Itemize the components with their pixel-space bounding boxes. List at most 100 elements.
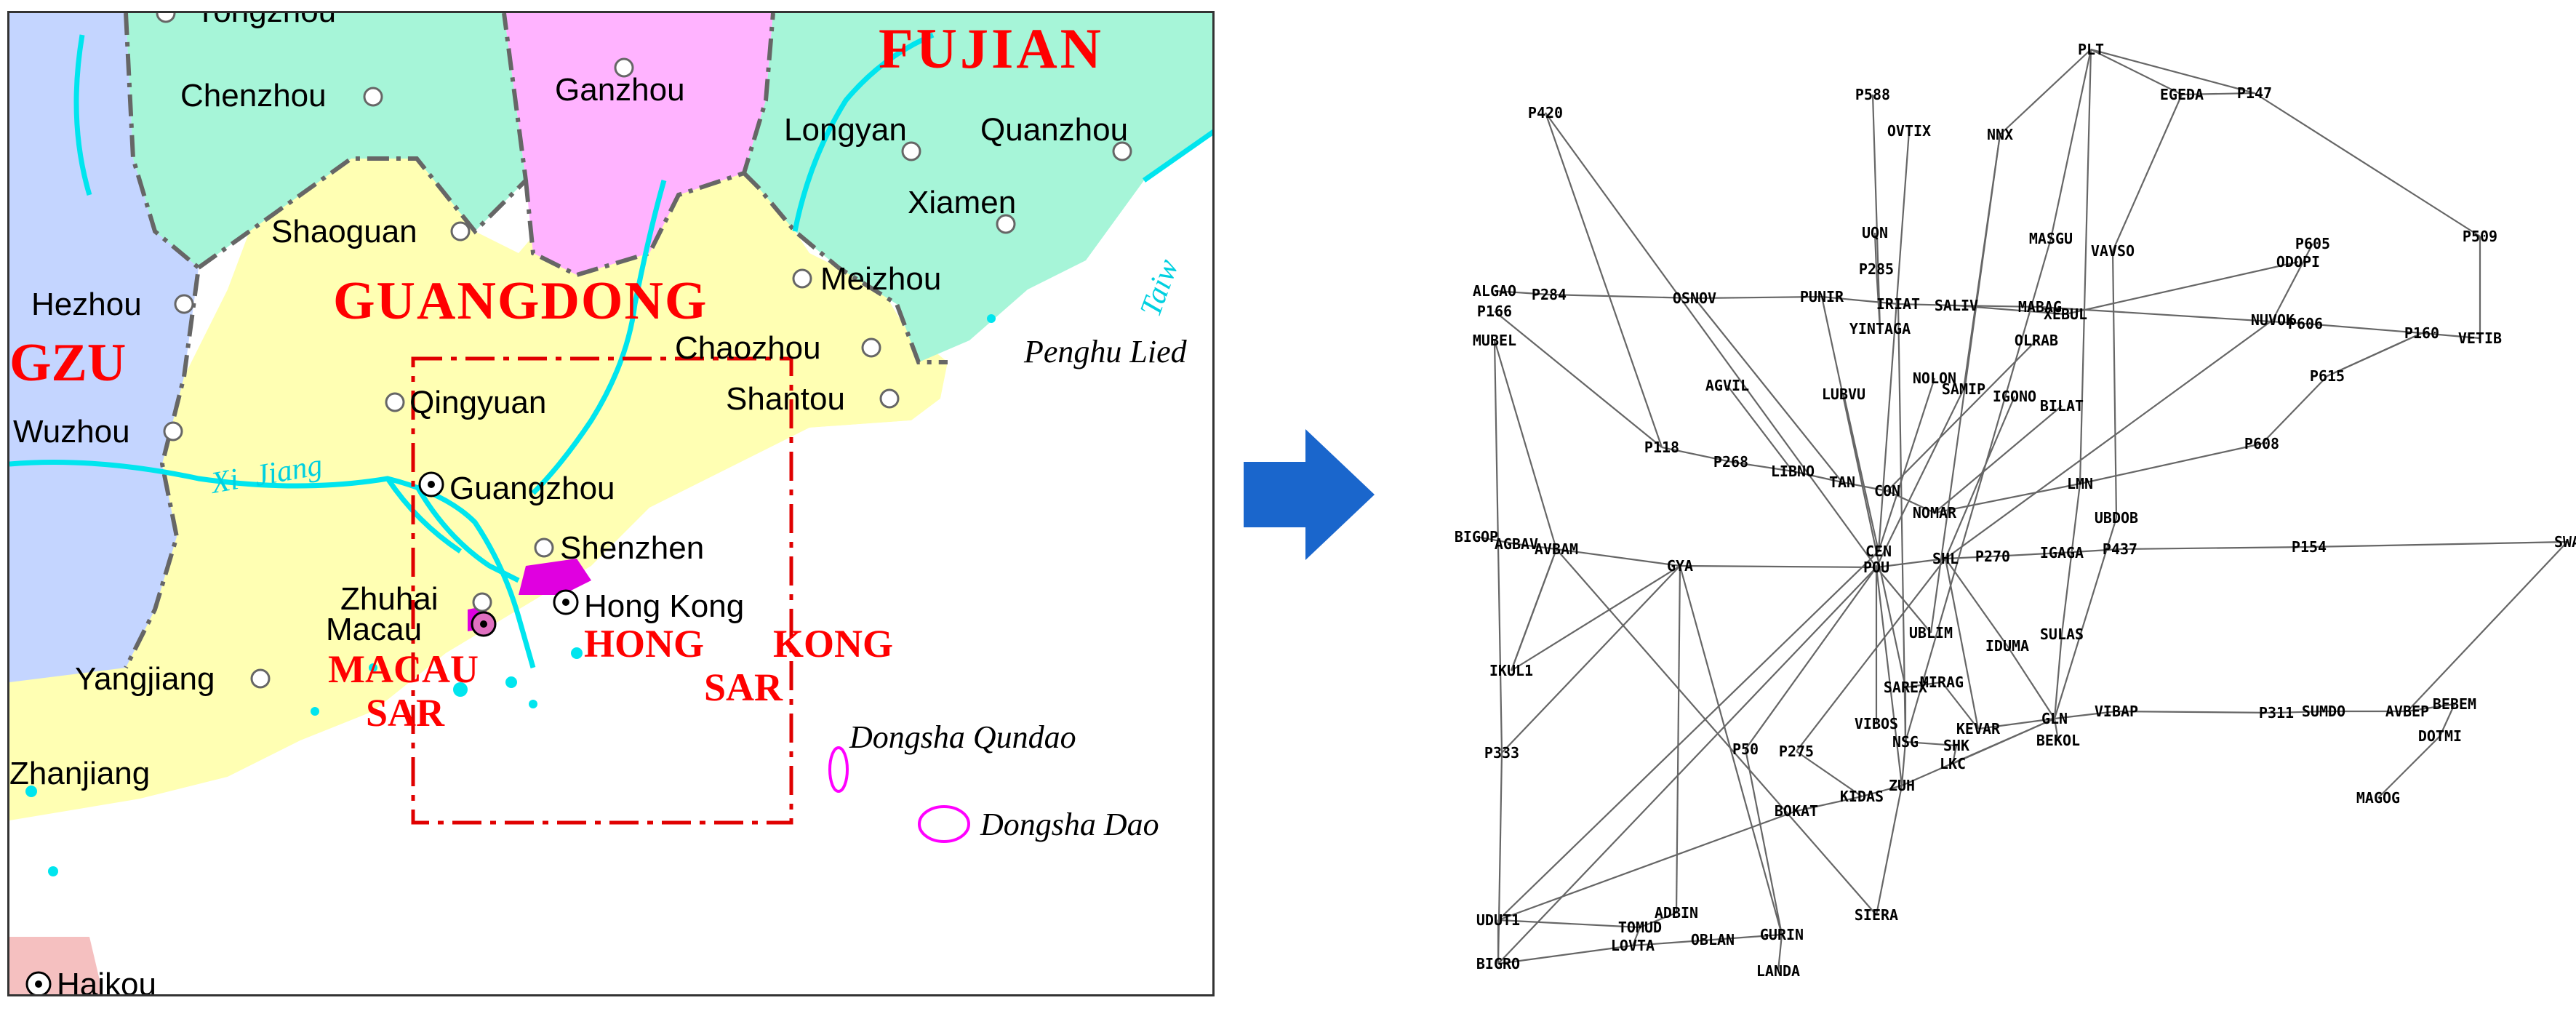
route-edge — [2254, 92, 2481, 237]
route-edge — [2272, 243, 2313, 321]
waypoint-label: P311 — [2259, 704, 2294, 722]
route-edge — [1497, 551, 1879, 921]
waypoint-label: AGBAV — [1495, 535, 1538, 553]
route-edge — [1820, 296, 1907, 688]
route-edge — [1476, 535, 1517, 546]
route-edge — [1694, 295, 1823, 300]
waypoint-label: P50 — [1732, 740, 1759, 758]
route-edge — [1956, 304, 2066, 316]
waypoint-label: P605 — [2295, 235, 2330, 252]
map-canvas: FUJIAN GUANGDONG GZU MACAU SAR HONG KONG… — [9, 13, 1212, 994]
route-edge — [1494, 311, 1663, 448]
route-edge — [1861, 784, 1903, 798]
waypoint-label: TAN — [1829, 473, 1855, 491]
waypoint-label: PLT — [2078, 41, 2104, 58]
route-edge — [1992, 551, 2063, 558]
route-edge — [2090, 49, 2183, 95]
route-edge — [1821, 295, 1899, 305]
waypoint-label: MIRAG — [1920, 674, 1964, 691]
route-edge — [2261, 375, 2328, 444]
waypoint-label: GLN — [2041, 710, 2068, 727]
coastal-islands — [25, 314, 996, 876]
route-edge — [1796, 795, 1863, 812]
route-edge — [1875, 268, 1881, 329]
city-label: Shaoguan — [271, 214, 417, 249]
route-edge — [2308, 540, 2568, 548]
route-edge — [1877, 130, 1911, 552]
route-edge — [1934, 482, 2081, 514]
waypoint-label: IKUL1 — [1489, 662, 1533, 679]
route-edge — [1934, 405, 2063, 514]
route-edge — [1548, 293, 1695, 300]
route-edge — [1897, 303, 1907, 743]
waypoint-label: YINTAGA — [1849, 320, 1911, 337]
waypoint-label: MUBEL — [1473, 332, 1516, 349]
waypoint-label: VETIB — [2458, 329, 2502, 347]
waypoint-label: PUNIR — [1800, 288, 1844, 305]
route-edge — [1511, 565, 1681, 671]
waypoint-label: MAGOG — [2356, 789, 2400, 807]
route-edge — [1905, 681, 1943, 689]
waypoint-label: LANDA — [1756, 962, 1800, 980]
waypoint-label: P420 — [1528, 104, 1563, 121]
capital-markers — [25, 471, 579, 994]
route-edge — [1956, 304, 2041, 308]
route-edge — [1977, 717, 2055, 730]
waypoint-label: EGEDA — [2160, 86, 2204, 103]
waypoint-label: OSNOV — [1673, 289, 1716, 307]
route-edge — [1999, 49, 2092, 135]
waypoint-label: BIGRO — [1476, 955, 1520, 972]
route-edge — [1679, 564, 1877, 569]
waypoint-label: LMN — [2067, 475, 2093, 492]
route-edge — [1887, 340, 2037, 492]
waypoint-label: ALGAO — [1473, 282, 1516, 300]
route-edge — [1712, 933, 1783, 941]
route-edge — [1944, 558, 1980, 730]
waypoint-label: GURIN — [1760, 926, 1804, 943]
sea-label-dongsha-qundao: Dongsha Qundao — [849, 719, 1076, 755]
route-edge — [1945, 319, 2273, 559]
route-edge — [1796, 558, 1946, 752]
province-label-guangxi: GZU — [9, 333, 126, 393]
route-edge — [2079, 442, 2263, 485]
waypoint-label: VIBOS — [1855, 715, 1898, 732]
route-edge — [1876, 567, 1932, 634]
province-label-guangdong: GUANGDONG — [333, 271, 708, 331]
waypoint-label: UBDOB — [2095, 509, 2138, 527]
hunan-province-area — [126, 13, 526, 268]
waypoint-label: P270 — [1975, 548, 2010, 565]
waypoint-label: KIDAS — [1840, 788, 1884, 805]
waypoint-label: IGONO — [1993, 388, 2036, 405]
route-edge — [1675, 565, 1681, 914]
waypoint-label: GYA — [1667, 557, 1693, 575]
city-label: Shenzhen — [560, 530, 704, 566]
route-edge — [1556, 548, 1681, 567]
waypoint-label: IDUMA — [1985, 637, 2029, 655]
route-edge — [1694, 297, 1843, 483]
route-edge — [2090, 48, 2255, 95]
hong-kong-area — [519, 559, 591, 595]
route-edge — [1792, 470, 1843, 484]
waypoint-label: P437 — [2103, 540, 2137, 558]
city-label: Macau — [326, 612, 422, 647]
route-edge — [2053, 718, 2060, 741]
city-label: Quanzhou — [980, 112, 1128, 148]
sar-label-macau-sar: SAR — [366, 691, 445, 735]
waypoint-label: IRIAT — [1876, 295, 1920, 313]
route-edge — [2111, 94, 2183, 252]
route-edge — [1497, 810, 1797, 922]
route-edge — [1497, 567, 1877, 964]
province-borders — [124, 13, 948, 669]
fujian-province-area — [744, 13, 1212, 362]
route-edge — [1545, 112, 1877, 568]
city-label: Shantou — [726, 381, 845, 417]
route-edge — [1842, 393, 1880, 552]
waypoint-label: ODOPI — [2276, 253, 2320, 271]
route-edge — [1877, 377, 1936, 552]
route-edge — [1516, 543, 1557, 551]
route-edge — [1501, 565, 1681, 754]
waypoint-label: MABAG — [2018, 298, 2062, 316]
route-edge — [2305, 322, 2423, 335]
waypoint-label: SALIV — [1935, 297, 1978, 314]
route-edge — [2119, 546, 2310, 551]
